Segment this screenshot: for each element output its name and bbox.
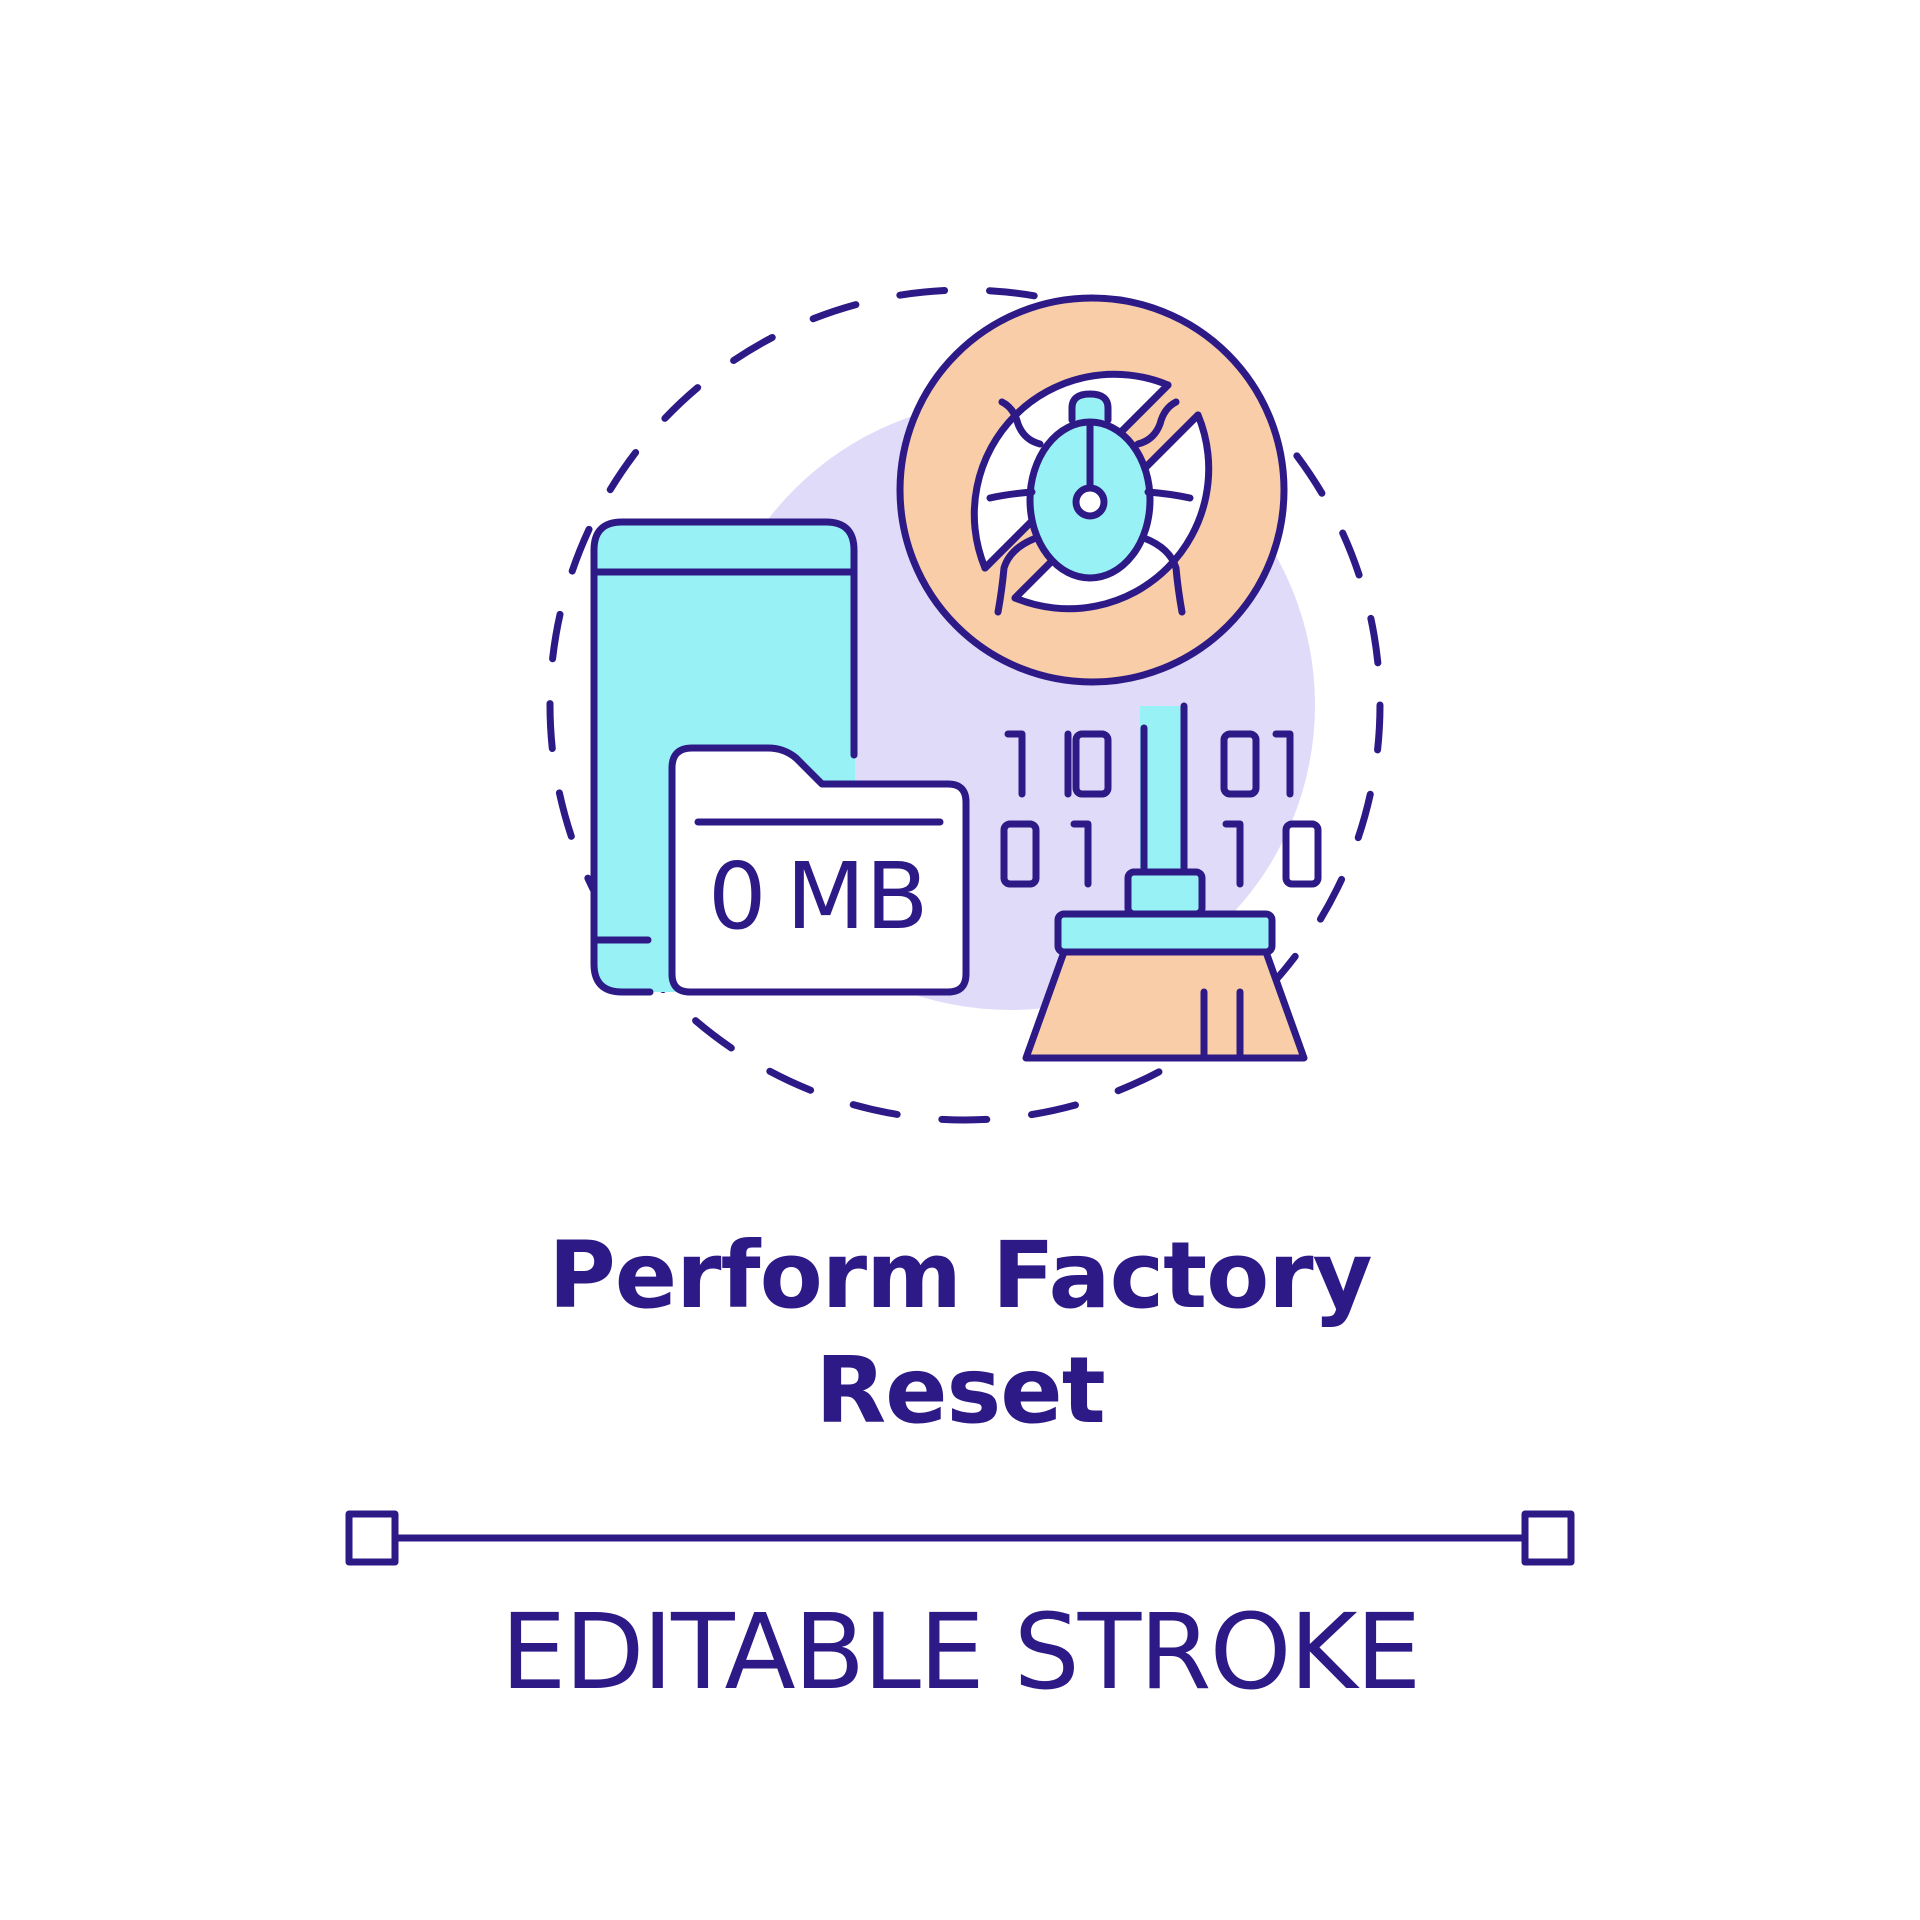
editable-stroke-caption: EDITABLE STROKE	[500, 1591, 1422, 1713]
title-line-2: Reset	[815, 1337, 1105, 1444]
title-line-1: Perform Factory	[548, 1222, 1372, 1329]
broom-icon	[1022, 702, 1308, 1062]
folder-size-label: 0 MB	[708, 843, 929, 950]
divider-line	[345, 1510, 1575, 1566]
bug-icon	[986, 390, 1194, 616]
folder-icon	[668, 744, 970, 996]
folder-size-unit: MB	[786, 843, 929, 950]
dashed-ring	[546, 286, 1384, 1124]
binary-digits	[1000, 730, 1322, 888]
folder-size-number: 0	[708, 843, 767, 950]
